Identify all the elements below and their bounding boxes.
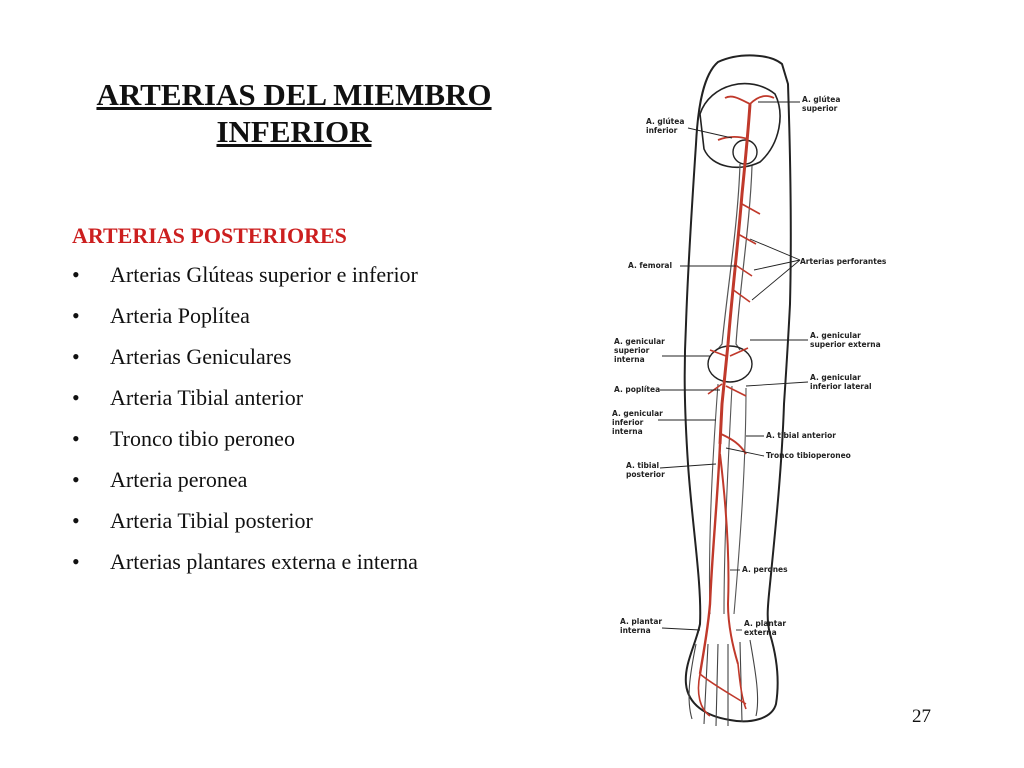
bullet-icon: • (72, 344, 80, 369)
label-perforantes: Arterias perforantes (800, 257, 887, 266)
label-genicular-inf-interna: A. genicular inferior interna (612, 409, 666, 436)
leg-artery-diagram: A. glútea superior A. glútea inferior A.… (600, 44, 900, 754)
foot-outline (688, 639, 759, 727)
label-plantar-externa: A. plantar externa (744, 619, 789, 637)
section-heading: ARTERIAS POSTERIORES (72, 223, 347, 248)
list-item-text: Arteria Tibial posterior (110, 508, 313, 533)
fibular-artery (719, 453, 739, 665)
list-item-text: Arteria Tibial anterior (110, 385, 304, 410)
label-genicular-inf-externa: A. genicular inferior lateral (810, 373, 872, 391)
bullet-icon: • (72, 303, 80, 328)
femoral-artery (726, 103, 752, 345)
perforating-arteries (731, 203, 761, 303)
slide-title: ARTERIAS DEL MIEMBRO INFERIOR (96, 77, 492, 149)
label-genicular-sup-interna: A. genicular superior interna (614, 337, 668, 364)
label-genicular-sup-externa: A. genicular superior externa (810, 331, 881, 349)
genicular-arteries (707, 347, 749, 397)
knee-outline (707, 345, 753, 383)
label-poplitea: A. poplítea (614, 385, 660, 394)
popliteal-artery (718, 343, 730, 445)
bullet-icon: • (72, 385, 80, 410)
list-item-text: Tronco tibio peroneo (110, 426, 295, 451)
label-peronea: A. perones (742, 565, 788, 574)
pelvis-outline (699, 82, 781, 169)
leg-outline (683, 54, 792, 723)
leader-lines (658, 101, 809, 631)
tibia-outline (708, 383, 747, 615)
list-item-text: Arteria peronea (110, 467, 248, 492)
bullet-icon: • (72, 549, 80, 574)
plantar-arteries (697, 663, 747, 717)
femur-outline (717, 163, 753, 351)
label-tibial-anterior: A. tibial anterior (766, 431, 836, 440)
gluteal-arteries (717, 95, 775, 141)
leg-artery-svg: A. glútea superior A. glútea inferior A.… (612, 54, 887, 727)
bullet-icon: • (72, 467, 80, 492)
page-number: 27 (912, 706, 931, 727)
label-glutea-inferior: A. glútea inferior (646, 117, 687, 135)
list-item-text: Arterias Geniculares (110, 344, 292, 369)
bullet-icon: • (72, 508, 80, 533)
posterior-tibial-artery (698, 443, 722, 675)
label-tibial-posterior: A. tibial posterior (626, 461, 665, 479)
bullet-icon: • (72, 262, 80, 287)
label-femoral: A. femoral (628, 261, 672, 270)
label-tronco-tibioperoneo: Tronco tibioperoneo (766, 451, 851, 460)
list-item-text: Arterias plantares externa e interna (110, 549, 418, 574)
bullet-icon: • (72, 426, 80, 451)
list-item-text: Arterias Glúteas superior e inferior (110, 262, 418, 287)
label-plantar-interna: A. plantar interna (620, 617, 665, 635)
label-glutea-superior: A. glútea superior (802, 95, 843, 113)
list-item-text: Arteria Poplítea (110, 303, 250, 328)
